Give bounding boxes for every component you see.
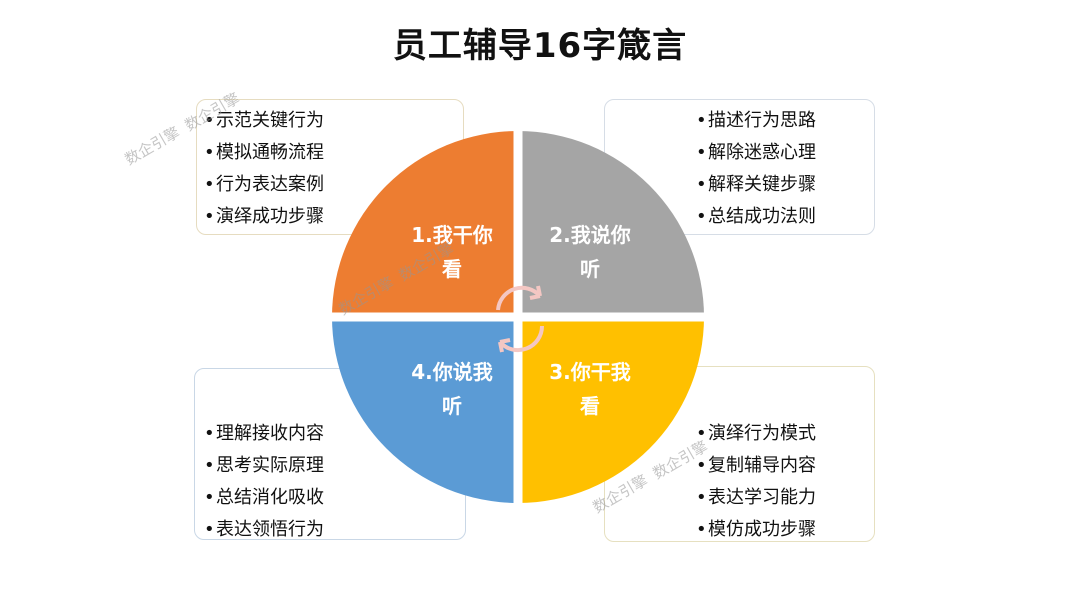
cycle-arrow-top-icon xyxy=(496,285,542,311)
list-item: •思考实际原理 xyxy=(204,455,324,476)
list-item: •表达领悟行为 xyxy=(204,519,324,540)
list-item: •表达学习能力 xyxy=(696,487,816,508)
list-item: •总结成功法则 xyxy=(696,206,816,227)
quadrant-1-label-line1: 1.我干你 xyxy=(411,223,493,247)
list-item: •模拟通畅流程 xyxy=(204,142,324,163)
quadrant-4-label-line2: 听 xyxy=(442,394,462,418)
cycle-arrowhead-bottom-icon xyxy=(498,338,511,353)
panel-bottom-right-list: •演绎行为模式 •复制辅导内容 •表达学习能力 •模仿成功步骤 xyxy=(696,418,816,546)
quadrant-3-wedge xyxy=(518,317,704,503)
list-item: •描述行为思路 xyxy=(696,110,816,131)
page-title: 员工辅导16字箴言 xyxy=(392,26,688,66)
panel-top-left-list: •示范关键行为 •模拟通畅流程 •行为表达案例 •演绎成功步骤 xyxy=(204,105,324,233)
list-item: •演绎成功步骤 xyxy=(204,206,324,227)
quadrant-2-label: 2.我说你 听 xyxy=(530,218,650,286)
panel-top-right-list: •描述行为思路 •解除迷惑心理 •解释关键步骤 •总结成功法则 xyxy=(696,105,816,233)
list-item: •总结消化吸收 xyxy=(204,487,324,508)
quadrant-1-label-line2: 看 xyxy=(442,257,462,281)
quadrant-4-label-line1: 4.你说我 xyxy=(411,360,493,384)
cycle-arrow-bottom-icon xyxy=(498,325,545,353)
quadrant-1-label: 1.我干你 看 xyxy=(392,218,512,286)
quadrant-4-label: 4.你说我 听 xyxy=(392,355,512,423)
cycle-arrowhead-top-icon xyxy=(529,285,542,300)
list-item: •示范关键行为 xyxy=(204,110,324,131)
list-item: •理解接收内容 xyxy=(204,423,324,444)
list-item: •解释关键步骤 xyxy=(696,174,816,195)
quadrant-2-label-line1: 2.我说你 xyxy=(549,223,631,247)
quadrant-1-wedge xyxy=(332,131,518,317)
quadrant-4-wedge xyxy=(332,317,518,503)
list-item: •演绎行为模式 xyxy=(696,423,816,444)
list-item: •解除迷惑心理 xyxy=(696,142,816,163)
list-item: •复制辅导内容 xyxy=(696,455,816,476)
list-item: •模仿成功步骤 xyxy=(696,519,816,540)
panel-bottom-left-list: •理解接收内容 •思考实际原理 •总结消化吸收 •表达领悟行为 xyxy=(204,418,324,546)
cycle-arrows-icon xyxy=(496,285,545,353)
quadrant-3-label-line1: 3.你干我 xyxy=(549,360,631,384)
quadrant-2-label-line2: 听 xyxy=(580,257,600,281)
quadrant-3-label: 3.你干我 看 xyxy=(530,355,650,423)
list-item: •行为表达案例 xyxy=(204,174,324,195)
quadrant-3-label-line2: 看 xyxy=(580,394,600,418)
quadrant-2-wedge xyxy=(518,131,704,317)
